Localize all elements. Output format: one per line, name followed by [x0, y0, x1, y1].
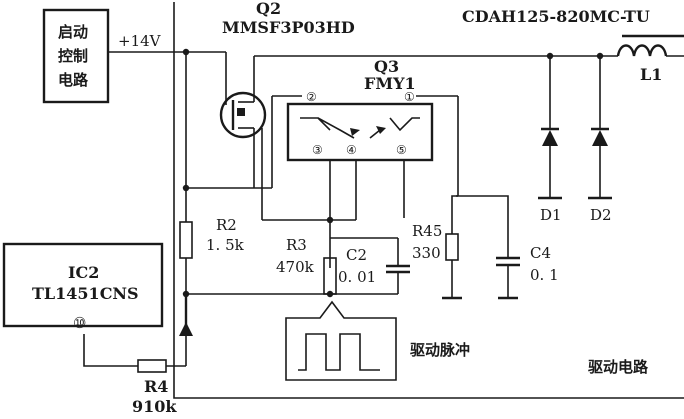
- q3-pin5: ⑤: [396, 143, 407, 157]
- r45-resistor: [445, 233, 459, 261]
- q2-body: [237, 108, 245, 116]
- d2-ref: D2: [590, 206, 612, 224]
- start-control-line3: 电路: [58, 71, 89, 89]
- start-control-line2: 控制: [58, 47, 88, 65]
- c4-value: 0. 1: [530, 266, 559, 284]
- l1-coil: [616, 44, 668, 57]
- d1-ref: D1: [540, 206, 562, 224]
- q3-pin1: ①: [404, 90, 415, 104]
- r45-top-wire: [451, 195, 458, 234]
- q3-pin2: ②: [306, 90, 317, 104]
- q3-pin3: ③: [312, 143, 323, 157]
- q3-pin4-node: [326, 216, 334, 224]
- pulse-waveform: [298, 333, 380, 371]
- c2-ref: C2: [346, 246, 367, 264]
- pulse-callout: [285, 300, 397, 381]
- c4-top-wire: [458, 195, 509, 258]
- q3-pin4: ④: [346, 143, 357, 157]
- gate-bias-node: [182, 184, 190, 192]
- q2-ref: Q2: [256, 0, 281, 18]
- ic2-block: [2, 242, 164, 328]
- r45-value: 330: [412, 244, 441, 262]
- c2-value: 0. 01: [338, 268, 376, 286]
- r45-ref: R45: [412, 222, 442, 240]
- r3-ref: R3: [286, 236, 307, 254]
- r2-ref: R2: [216, 216, 237, 234]
- q3-internal-transistors: [300, 117, 420, 139]
- q3-part: FMY1: [364, 74, 416, 93]
- ic2-part: TL1451CNS: [32, 284, 139, 303]
- q3-ref: Q3: [374, 57, 399, 76]
- r4-resistor: [137, 359, 167, 373]
- r4-ref: R4: [144, 377, 168, 396]
- r2-resistor: [179, 221, 193, 259]
- ic2-pin10: ⑩: [73, 314, 86, 332]
- d2-triangle: [592, 130, 608, 146]
- q3-package: [286, 102, 434, 162]
- q2-part: MMSF3P03HD: [222, 18, 355, 37]
- c4-ref: C4: [530, 244, 551, 262]
- r3-lower-node: [326, 290, 334, 298]
- l1-ref: L1: [640, 65, 662, 84]
- drive-circuit-label: 驱动电路: [588, 358, 649, 376]
- r4-value: 910k: [132, 397, 177, 416]
- ic2-pin10-wire: [83, 334, 138, 367]
- q2-symbol: [219, 91, 267, 139]
- r3-value: 470k: [276, 258, 315, 276]
- q3-arrow-right: [376, 126, 386, 134]
- start-control-block: [42, 8, 110, 104]
- drive-pulse-label: 驱动脉冲: [410, 341, 470, 359]
- supply-label: +14V: [118, 32, 162, 50]
- l1-part: CDAH125-820MC-TU: [462, 7, 650, 26]
- ic2-name: IC2: [68, 263, 99, 282]
- d1-triangle: [542, 130, 558, 146]
- drive-circuit-boundary: [173, 2, 684, 399]
- r2-value: 1. 5k: [206, 236, 245, 254]
- start-control-line1: 启动: [58, 23, 88, 41]
- q3-arrow-left: [350, 128, 360, 136]
